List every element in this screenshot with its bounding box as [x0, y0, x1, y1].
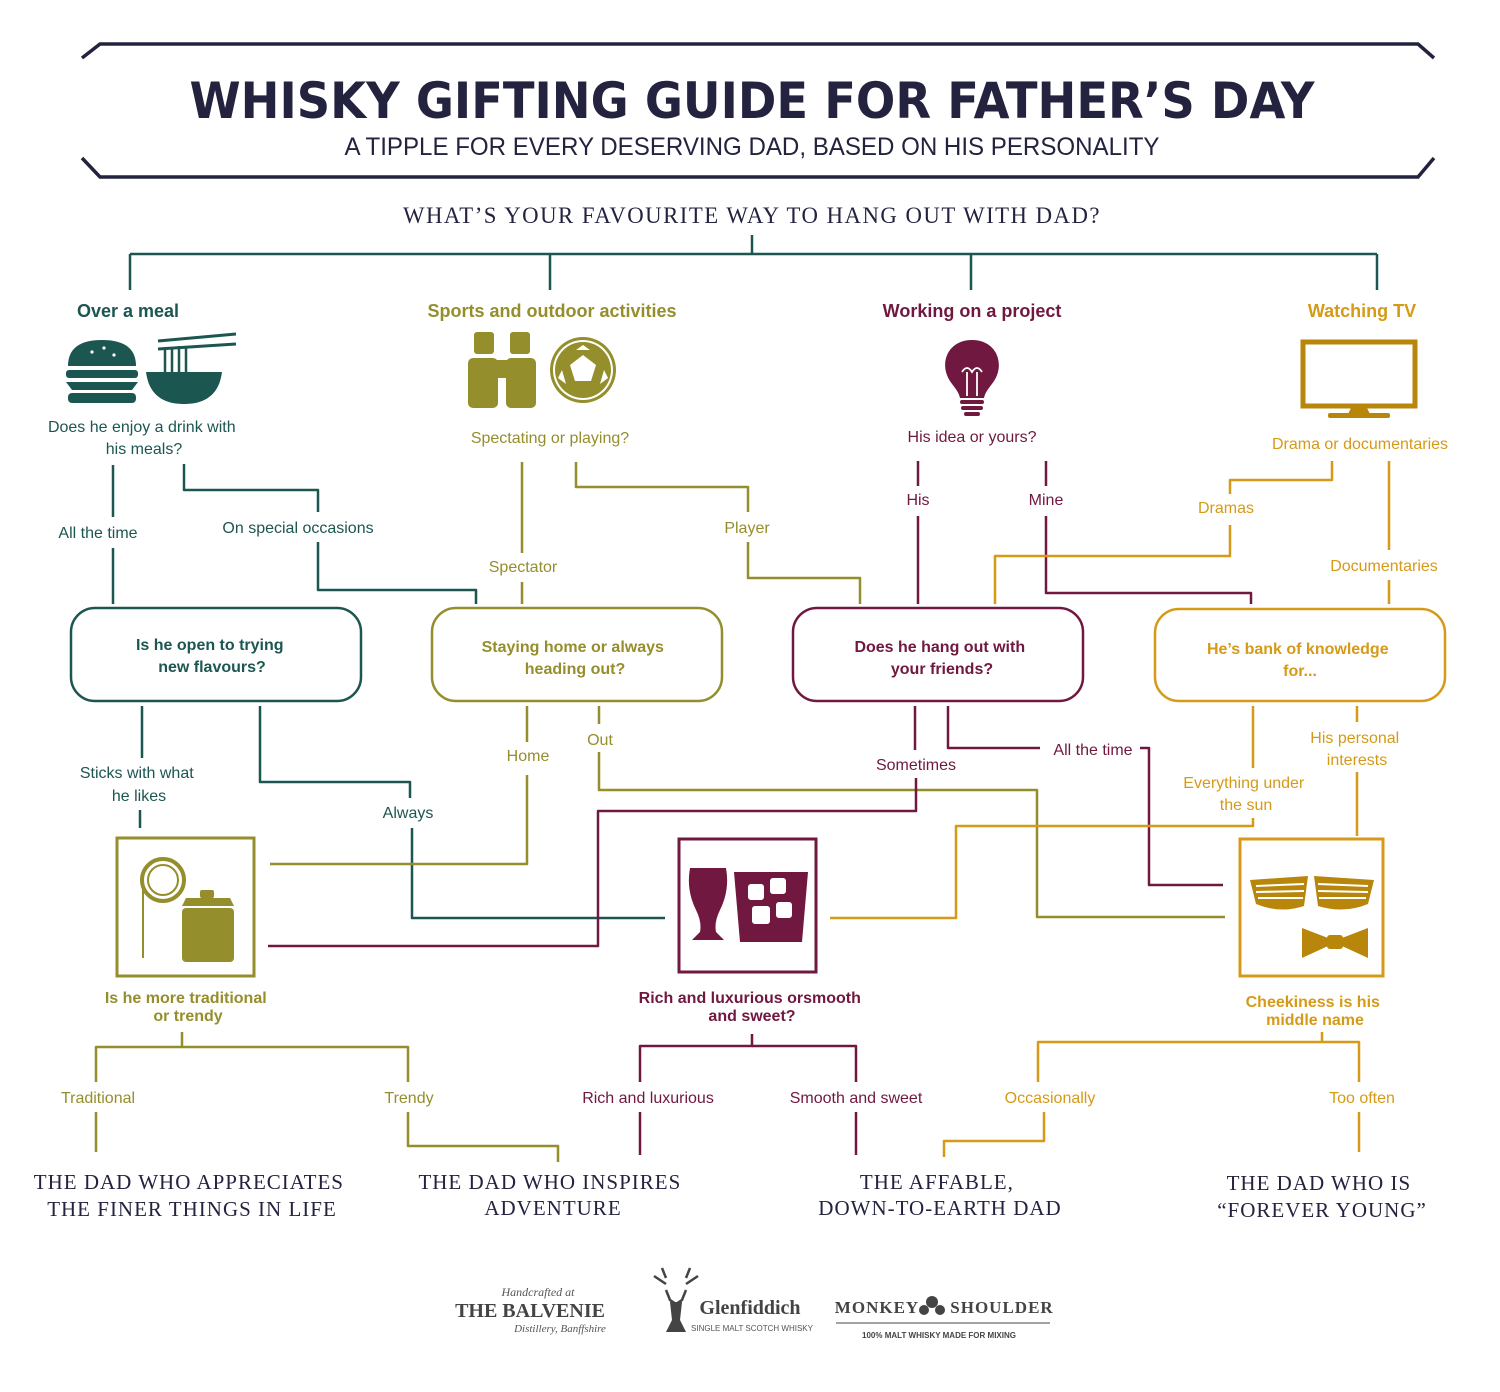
label-always: Always — [383, 805, 434, 822]
label-sometimes: Sometimes — [876, 757, 956, 774]
question-traditional-or-trendy: Is he more traditional or trendy — [105, 990, 271, 1025]
label-occasionally: Occasionally — [1005, 1090, 1096, 1107]
whisky-tumbler-icon — [734, 872, 808, 942]
label-sticks-with-what-he-likes: Sticks with what he likes — [80, 765, 198, 805]
svg-text:THE BALVENIE: THE BALVENIE — [455, 1300, 605, 1322]
svg-text:Glenfiddich: Glenfiddich — [699, 1297, 800, 1319]
category-sports: Sports and outdoor activities — [427, 301, 676, 321]
page-subtitle: A TIPPLE FOR EVERY DESERVING DAD, BASED … — [345, 133, 1160, 161]
svg-text:Handcrafted at: Handcrafted at — [501, 1285, 576, 1299]
label-mine: Mine — [1029, 492, 1064, 509]
label-home: Home — [507, 748, 550, 765]
svg-text:SHOULDER: SHOULDER — [950, 1298, 1053, 1317]
binoculars-icon — [468, 332, 536, 408]
icon-box-traditional — [115, 836, 256, 978]
label-everything-under-the-sun: Everything under the sun — [1183, 775, 1308, 814]
logo-balvenie: Handcrafted at THE BALVENIE Distillery, … — [455, 1285, 606, 1335]
tv-icon — [1300, 339, 1418, 418]
stag-icon — [653, 1267, 699, 1306]
category-watching-tv: Watching TV — [1308, 301, 1416, 321]
label-personal-interests: His personal interests — [1310, 730, 1403, 769]
svg-text:Is he open to trying new: Is he open to trying new flavours? — [136, 637, 288, 676]
sports-question: Spectating or playing? — [471, 430, 629, 447]
main-question: WHAT’S YOUR FAVOURITE WAY TO HANG OUT WI… — [403, 203, 1101, 228]
icon-box-cheeky — [1238, 837, 1385, 978]
gold-connectors — [830, 461, 1391, 1157]
label-rich-and-luxurious: Rich and luxurious — [582, 1090, 714, 1107]
lightbulb-icon — [945, 340, 999, 416]
box-bank-of-knowledge: He’s bank of knowledge for... — [1153, 607, 1447, 703]
label-dramas: Dramas — [1198, 500, 1254, 517]
result-finer-things: THE DAD WHO APPRECIATES THE FINER THINGS… — [34, 1170, 350, 1221]
label-spectator: Spectator — [489, 559, 558, 576]
box-open-to-new-flavours: Is he open to trying new flavours? — [69, 606, 363, 703]
meal-question: Does he enjoy a drink with his meals? — [48, 419, 240, 458]
project-question: His idea or yours? — [908, 429, 1037, 446]
label-special-occasions: On special occasions — [222, 520, 373, 537]
label-too-often: Too often — [1329, 1090, 1395, 1107]
label-his: His — [906, 492, 929, 509]
svg-text:MONKEY: MONKEY — [835, 1298, 919, 1317]
title-banner: WHISKY GIFTING GUIDE FOR FATHER’S DAY A … — [80, 42, 1436, 179]
question-rich-or-smooth: Rich and luxurious orsmooth and sweet? — [639, 990, 866, 1025]
whisky-glass-icon — [688, 868, 728, 940]
box-hang-out-with-friends: Does he hang out with your friends? — [791, 606, 1085, 703]
svg-text:100% MALT WHISKY MADE FOR MIXI: 100% MALT WHISKY MADE FOR MIXING — [862, 1331, 1016, 1340]
noodle-bowl-icon — [146, 332, 237, 404]
results: THE DAD WHO APPRECIATES THE FINER THINGS… — [34, 1170, 1427, 1222]
shutter-shades-icon — [1250, 876, 1374, 910]
teal-connectors — [111, 464, 665, 920]
box-home-or-out: Staying home or always heading out? — [430, 606, 724, 703]
result-affable: THE AFFABLE, DOWN-TO-EARTH DAD — [818, 1170, 1061, 1220]
branch-labels: All the time On special occasions Specta… — [58, 492, 1437, 1107]
plum-connectors — [268, 461, 1253, 1155]
svg-text:Staying home or always h: Staying home or always heading out? — [482, 639, 669, 678]
label-smooth-and-sweet: Smooth and sweet — [790, 1090, 923, 1107]
svg-text:Does he hang out with yo: Does he hang out with your friends? — [854, 639, 1029, 678]
label-out: Out — [587, 732, 613, 749]
bow-tie-icon — [1302, 928, 1368, 958]
result-inspires-adventure: THE DAD WHO INSPIRES ADVENTURE — [418, 1170, 687, 1220]
monkey-icon — [919, 1296, 945, 1315]
label-player: Player — [724, 520, 770, 537]
svg-text:He’s bank of knowledge: He’s bank of knowledge for... — [1207, 641, 1393, 680]
logo-glenfiddich: Glenfiddich SINGLE MALT SCOTCH WHISKY — [653, 1267, 814, 1333]
olive-connectors — [94, 462, 1225, 1162]
football-icon — [550, 337, 616, 403]
top-connectors — [128, 235, 1379, 290]
label-traditional: Traditional — [61, 1090, 135, 1107]
page-title: WHISKY GIFTING GUIDE FOR FATHER’S DAY — [190, 72, 1316, 130]
label-all-the-time-friends: All the time — [1053, 742, 1132, 759]
logo-monkey-shoulder: MONKEY SHOULDER 100% MALT WHISKY MADE FO… — [835, 1296, 1053, 1340]
tv-question: Drama or documentaries — [1272, 436, 1448, 453]
hip-flask-icon — [182, 890, 234, 962]
label-all-the-time: All the time — [58, 525, 137, 542]
result-forever-young: THE DAD WHO IS “FOREVER YOUNG” — [1217, 1171, 1427, 1222]
label-documentaries: Documentaries — [1330, 558, 1438, 575]
question-cheekiness: Cheekiness is his middle name — [1246, 994, 1385, 1029]
svg-text:SINGLE MALT SCOTCH WHISKY: SINGLE MALT SCOTCH WHISKY — [691, 1324, 814, 1333]
burger-icon — [66, 340, 138, 403]
monocle-icon — [140, 857, 186, 958]
label-trendy: Trendy — [384, 1090, 433, 1107]
icon-box-rich-or-smooth — [677, 837, 818, 974]
category-project: Working on a project — [883, 301, 1062, 321]
category-over-a-meal: Over a meal — [77, 301, 179, 321]
svg-text:Distillery, Banffshire: Distillery, Banffshire — [513, 1323, 606, 1335]
